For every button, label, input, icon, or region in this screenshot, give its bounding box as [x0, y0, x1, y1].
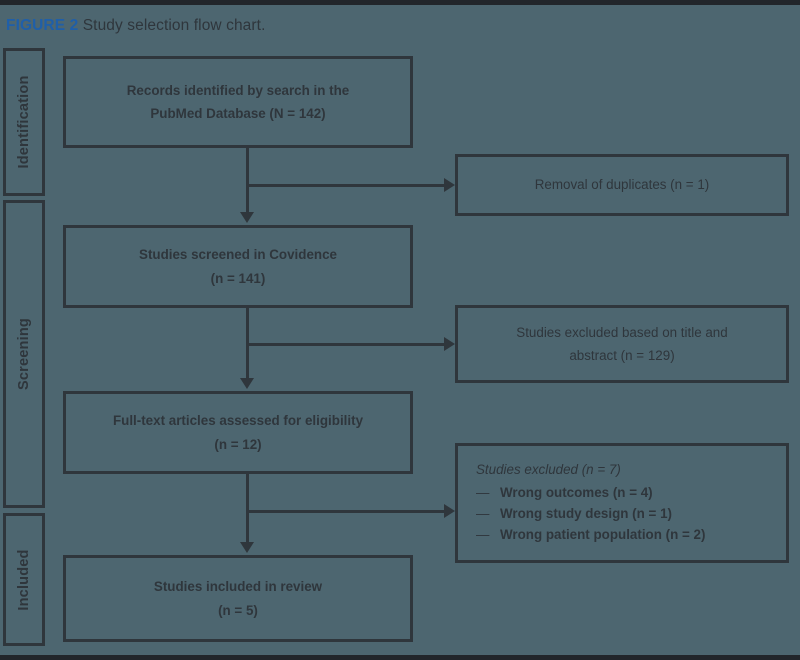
excluded-ta-line-2: abstract (n = 129)	[569, 348, 675, 363]
connector-fulltext-to-included-line	[246, 474, 249, 544]
connector-screened-to-excluded-ta-line	[246, 343, 446, 346]
records-line-1: Records identified by search in the	[126, 82, 350, 98]
connector-fulltext-to-included-arrow-icon	[240, 542, 254, 553]
excluded-reason-label-2: Wrong study design (n = 1)	[500, 505, 672, 521]
records-line-2: PubMed Database (N = 142)	[150, 106, 326, 121]
bottom-border-bar	[0, 655, 800, 660]
em-dash-bullet-icon: —	[476, 505, 490, 521]
excluded-reason-item-2: — Wrong study design (n = 1)	[476, 504, 776, 525]
screened-line-1: Studies screened in Covidence	[139, 247, 337, 263]
flow-box-removal-of-duplicates: Removal of duplicates (n = 1)	[455, 154, 789, 216]
flow-box-excluded-title-abstract: Studies excluded based on title and abst…	[455, 305, 789, 383]
fulltext-line-2: (n = 12)	[214, 436, 262, 452]
flow-box-studies-excluded-reasons: Studies excluded (n = 7) — Wrong outcome…	[455, 443, 789, 563]
excluded-ta-line-1: Studies excluded based on title and	[516, 324, 728, 340]
em-dash-bullet-icon: —	[476, 484, 490, 500]
stage-box-identification: Identification	[3, 48, 45, 196]
flow-box-studies-screened: Studies screened in Covidence (n = 141)	[63, 225, 413, 308]
duplicates-line-1: Removal of duplicates (n = 1)	[534, 177, 710, 193]
connector-records-to-duplicates-arrow-icon	[444, 178, 455, 192]
screened-line-2: (n = 141)	[210, 270, 266, 286]
connector-fulltext-to-excluded-list-arrow-icon	[444, 504, 455, 518]
stage-label-screening: Screening	[16, 318, 32, 390]
included-line-1: Studies included in review	[153, 579, 323, 595]
flow-box-records-identified: Records identified by search in the PubM…	[63, 56, 413, 148]
flow-box-studies-included: Studies included in review (n = 5)	[63, 555, 413, 642]
fulltext-line-1: Full-text articles assessed for eligibil…	[112, 413, 364, 429]
connector-screened-to-excluded-ta-arrow-icon	[444, 337, 455, 351]
stage-label-identification: Identification	[16, 75, 32, 169]
stage-box-screening: Screening	[3, 200, 45, 508]
included-line-2: (n = 5)	[218, 602, 258, 618]
connector-records-to-duplicates-line	[246, 184, 446, 187]
connector-records-to-screened-arrow-icon	[240, 212, 254, 223]
stage-label-included: Included	[16, 548, 32, 611]
excluded-reason-label-1: Wrong outcomes (n = 4)	[500, 484, 653, 500]
em-dash-bullet-icon: —	[476, 526, 490, 542]
figure-caption: FIGURE 2 Study selection flow chart.	[6, 17, 265, 35]
flow-box-fulltext-assessed: Full-text articles assessed for eligibil…	[63, 391, 413, 474]
figure-title-text: Study selection flow chart.	[82, 17, 266, 34]
figure-number-label: FIGURE 2	[6, 17, 79, 34]
excluded-reason-item-3: — Wrong patient population (n = 2)	[476, 525, 776, 546]
connector-fulltext-to-excluded-list-line	[246, 510, 446, 513]
stage-box-included: Included	[3, 513, 45, 646]
excluded-list-title: Studies excluded (n = 7)	[476, 462, 621, 477]
excluded-reason-label-3: Wrong patient population (n = 2)	[500, 526, 706, 542]
connector-records-to-screened-line	[246, 148, 249, 214]
top-border-bar	[0, 0, 800, 5]
connector-screened-to-fulltext-arrow-icon	[240, 378, 254, 389]
excluded-reason-item-1: — Wrong outcomes (n = 4)	[476, 483, 776, 504]
